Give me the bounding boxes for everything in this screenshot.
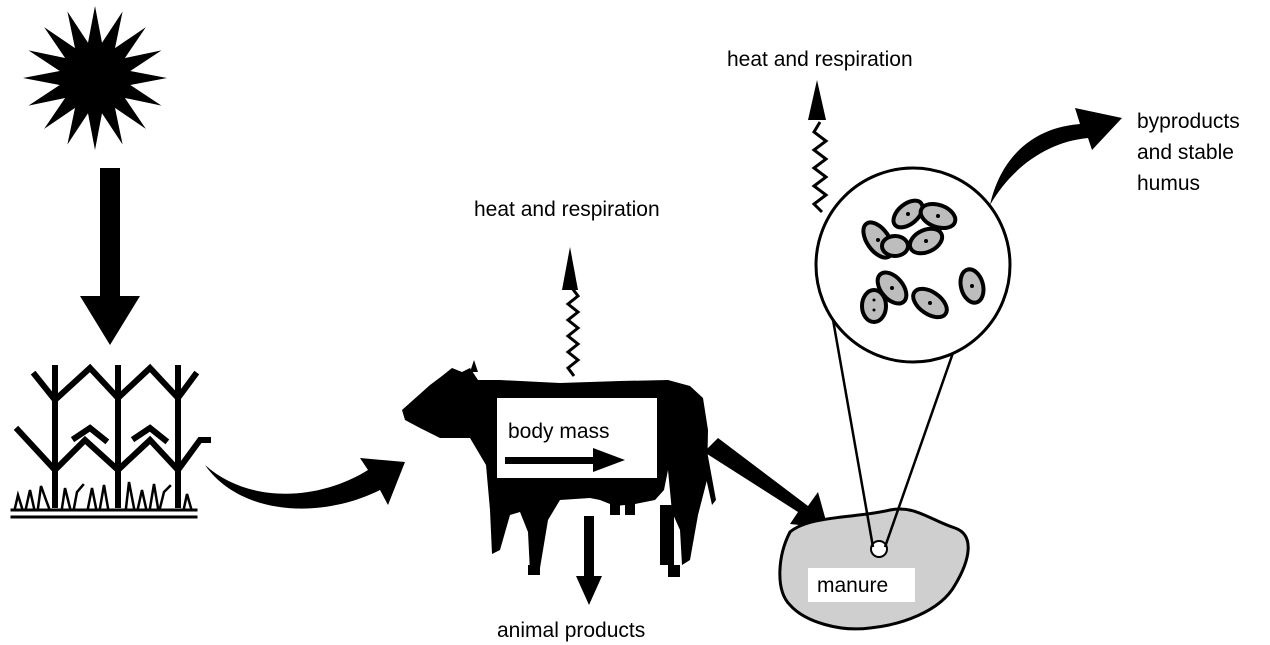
byproducts-label-line3: humus xyxy=(1137,172,1200,195)
animal-products-arrow xyxy=(576,516,602,605)
byproducts-label-line1: byproducts xyxy=(1137,110,1240,133)
heat-respiration-arrow-microbes xyxy=(808,80,826,212)
manure-arrow xyxy=(704,438,828,528)
microbe-cluster-icon xyxy=(816,168,1010,362)
manure-label: manure xyxy=(817,574,888,597)
body-mass-label: body mass xyxy=(508,420,610,443)
feed-arrow xyxy=(205,458,405,509)
crop-plants-icon xyxy=(12,368,208,517)
byproducts-arrow xyxy=(990,108,1122,205)
sunlight-arrow xyxy=(80,168,140,345)
byproducts-label-line2: and stable xyxy=(1137,141,1234,164)
heat-respiration-label-microbes: heat and respiration xyxy=(727,48,913,71)
heat-respiration-arrow-cow xyxy=(562,247,578,376)
body-mass-box: body mass xyxy=(497,398,657,478)
sun-icon xyxy=(23,6,167,150)
animal-products-label: animal products xyxy=(497,619,645,642)
heat-respiration-label-cow: heat and respiration xyxy=(474,198,660,221)
manure-pile-icon: manure xyxy=(780,509,968,629)
